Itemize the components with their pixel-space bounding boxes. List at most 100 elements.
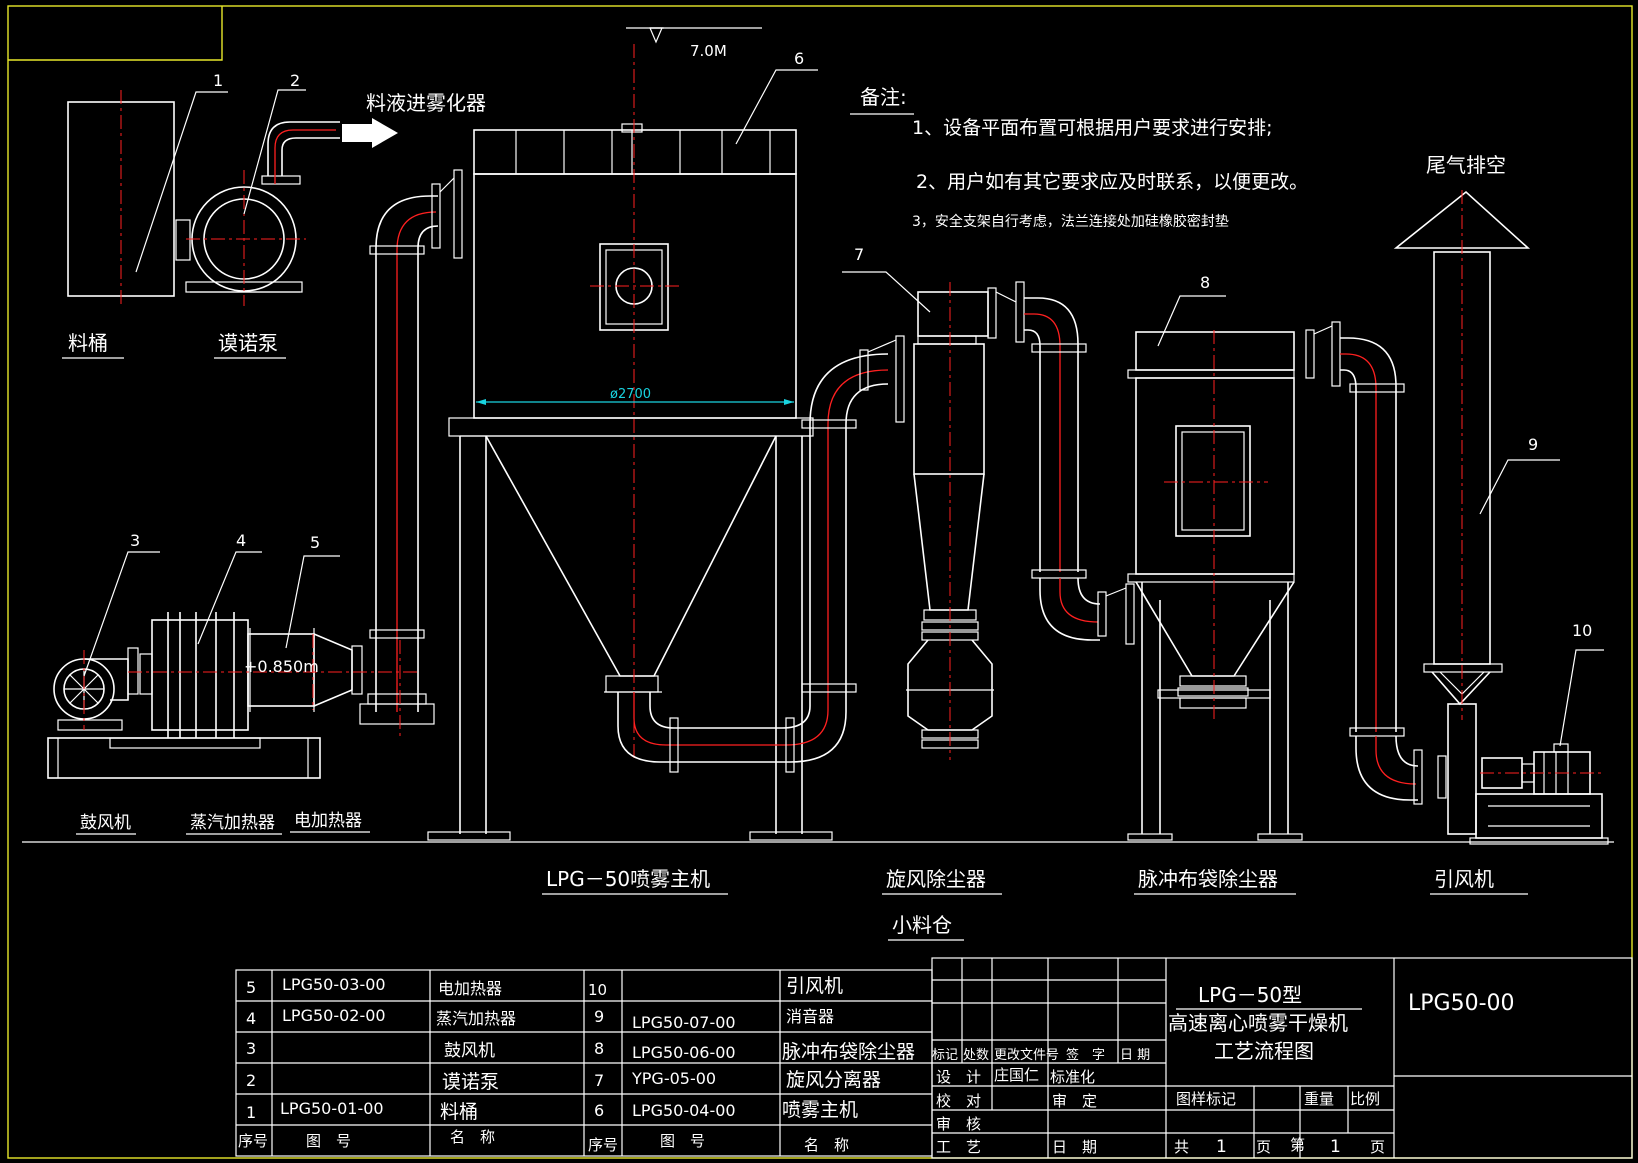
callout-4: 4 <box>236 531 246 550</box>
audit-label: 审 核 <box>936 1115 981 1133</box>
page-label-2: 页 <box>1370 1138 1385 1156</box>
callout-7: 7 <box>854 245 864 264</box>
cyclone-separator <box>906 281 1135 760</box>
bom-name-2: 谟诺泵 <box>442 1071 499 1093</box>
title-line-2: 工艺流程图 <box>1214 1039 1314 1063</box>
small-bin-label: 小料仓 <box>892 913 952 937</box>
rev-header-mark: 标记 <box>932 1048 958 1063</box>
weight-label: 重量 <box>1304 1090 1334 1108</box>
bom-code-9: LPG50-07-00 <box>632 1013 736 1032</box>
bom-code-1: LPG50-01-00 <box>280 1099 384 1118</box>
callout-3: 3 <box>130 531 140 550</box>
drawing-number: LPG50-00 <box>1408 991 1515 1016</box>
bom-name-1: 料桶 <box>440 1101 478 1123</box>
model-title: LPG－50型 <box>1198 983 1302 1007</box>
callout-2: 2 <box>290 71 300 90</box>
design-label: 设 计 <box>936 1068 981 1086</box>
bom-no-4: 4 <box>246 1009 256 1028</box>
rev-header-sign: 签 字 <box>1066 1047 1105 1063</box>
process-label: 工 艺 <box>936 1138 981 1156</box>
bom-no-9: 9 <box>594 1007 604 1026</box>
check-label: 校 对 <box>936 1092 981 1110</box>
bag-filter-label: 脉冲布袋除尘器 <box>1138 867 1278 891</box>
callout-numbers: 1 2 3 4 5 6 7 8 9 10 <box>130 49 1592 640</box>
bom-name-10: 引风机 <box>786 975 843 997</box>
cyclone-label: 旋风除尘器 <box>886 867 986 891</box>
bom-name-6: 喷雾主机 <box>782 1099 858 1121</box>
electric-heater <box>128 628 420 712</box>
bom-code-4: LPG50-02-00 <box>282 1006 386 1025</box>
feed-label: 料液进雾化器 <box>366 91 486 115</box>
bom-header-no-left: 序号 <box>238 1132 268 1150</box>
rev-header-file: 更改文件号 <box>994 1048 1059 1063</box>
title-block: LPG－50型 高速离心喷雾干燥机 工艺流程图 LPG50-00 标记 处数 更… <box>931 957 1633 1159</box>
callout-8: 8 <box>1200 273 1210 292</box>
review-label: 审 定 <box>1052 1092 1097 1110</box>
steam-heater-label: 蒸汽加热器 <box>190 813 275 833</box>
bom-no-1: 1 <box>246 1103 256 1122</box>
heater-skid <box>47 737 321 779</box>
pump-label: 谟诺泵 <box>218 331 278 355</box>
bom-code-8: LPG50-06-00 <box>632 1043 736 1062</box>
exhaust-label: 尾气排空 <box>1426 153 1506 177</box>
note-1: 1、设备平面布置可根据用户要求进行安排; <box>912 117 1273 139</box>
bom-header-code-right: 图 号 <box>660 1132 705 1150</box>
bom-code-5: LPG50-03-00 <box>282 975 386 994</box>
callout-1: 1 <box>213 71 223 90</box>
bom-code-6: LPG50-04-00 <box>632 1101 736 1120</box>
bom-no-7: 7 <box>594 1071 604 1090</box>
bom-header-name-left: 名 称 <box>450 1128 495 1146</box>
bom-name-4: 蒸汽加热器 <box>436 1009 516 1028</box>
notes: 备注: 1、设备平面布置可根据用户要求进行安排; 2、用户如有其它要求应及时联系… <box>850 85 1308 230</box>
bom-no-2: 2 <box>246 1071 256 1090</box>
bom-no-3: 3 <box>246 1039 256 1058</box>
sheet-number: 1 <box>1330 1137 1341 1157</box>
blower-label: 鼓风机 <box>80 813 131 833</box>
bom-name-5: 电加热器 <box>438 979 502 998</box>
blower <box>53 647 139 731</box>
bucket-label: 料桶 <box>68 331 108 355</box>
steam-heater <box>139 612 249 738</box>
pulse-bag-filter <box>1127 321 1447 841</box>
exhaust-stack <box>1393 190 1531 835</box>
diagram-labels: 料液进雾化器 尾气排空 7.0M +0.850m ø2700 料桶 谟诺泵 鼓风… <box>62 42 1528 941</box>
total-label: 共 <box>1174 1138 1189 1156</box>
callout-10: 10 <box>1572 621 1592 640</box>
spray-main-label: LPG－50喷雾主机 <box>546 867 710 891</box>
sheet-label: 第 <box>1290 1136 1305 1154</box>
date-label: 日 期 <box>1052 1138 1097 1156</box>
induced-draft-fan <box>1469 743 1609 845</box>
notes-heading: 备注: <box>860 85 907 109</box>
spray-dryer-main <box>427 27 833 841</box>
sample-mark-label: 图样标记 <box>1176 1090 1236 1108</box>
bom-code-7: YPG-05-00 <box>631 1069 716 1088</box>
bom-header-code-left: 图 号 <box>306 1132 351 1150</box>
designer-name: 庄国仁 <box>994 1066 1039 1084</box>
callout-9: 9 <box>1528 435 1538 454</box>
material-bucket <box>67 90 175 308</box>
mono-pump <box>175 118 398 306</box>
bom-no-8: 8 <box>594 1039 604 1058</box>
dryer-outlet-duct <box>617 335 905 773</box>
page-label-1: 页 <box>1256 1138 1271 1156</box>
bom-name-8: 脉冲布袋除尘器 <box>782 1041 915 1063</box>
rev-header-count: 处数 <box>963 1048 989 1063</box>
electric-heater-label: 电加热器 <box>294 811 362 831</box>
title-line-1: 高速离心喷雾干燥机 <box>1168 1011 1348 1035</box>
bom-table: 5 LPG50-03-00 电加热器 4 LPG50-02-00 蒸汽加热器 3… <box>235 969 933 1157</box>
bom-header-name-right: 名 称 <box>804 1136 849 1154</box>
bom-no-5: 5 <box>246 978 256 997</box>
bom-header-no-right: 序号 <box>588 1136 618 1154</box>
callout-5: 5 <box>310 533 320 552</box>
note-2: 2、用户如有其它要求应及时联系，以便更改。 <box>916 171 1308 193</box>
elevation-label: +0.850m <box>244 657 319 676</box>
rev-header-date: 日 期 <box>1120 1048 1150 1063</box>
callout-leaders <box>83 69 1604 747</box>
callout-6: 6 <box>794 49 804 68</box>
note-3: 3，安全支架自行考虑，法兰连接处加硅橡胶密封垫 <box>912 213 1229 230</box>
total-pages: 1 <box>1216 1137 1227 1157</box>
height-label: 7.0M <box>690 42 727 60</box>
bom-name-9: 消音器 <box>786 1007 834 1026</box>
bom-name-7: 旋风分离器 <box>786 1069 881 1091</box>
